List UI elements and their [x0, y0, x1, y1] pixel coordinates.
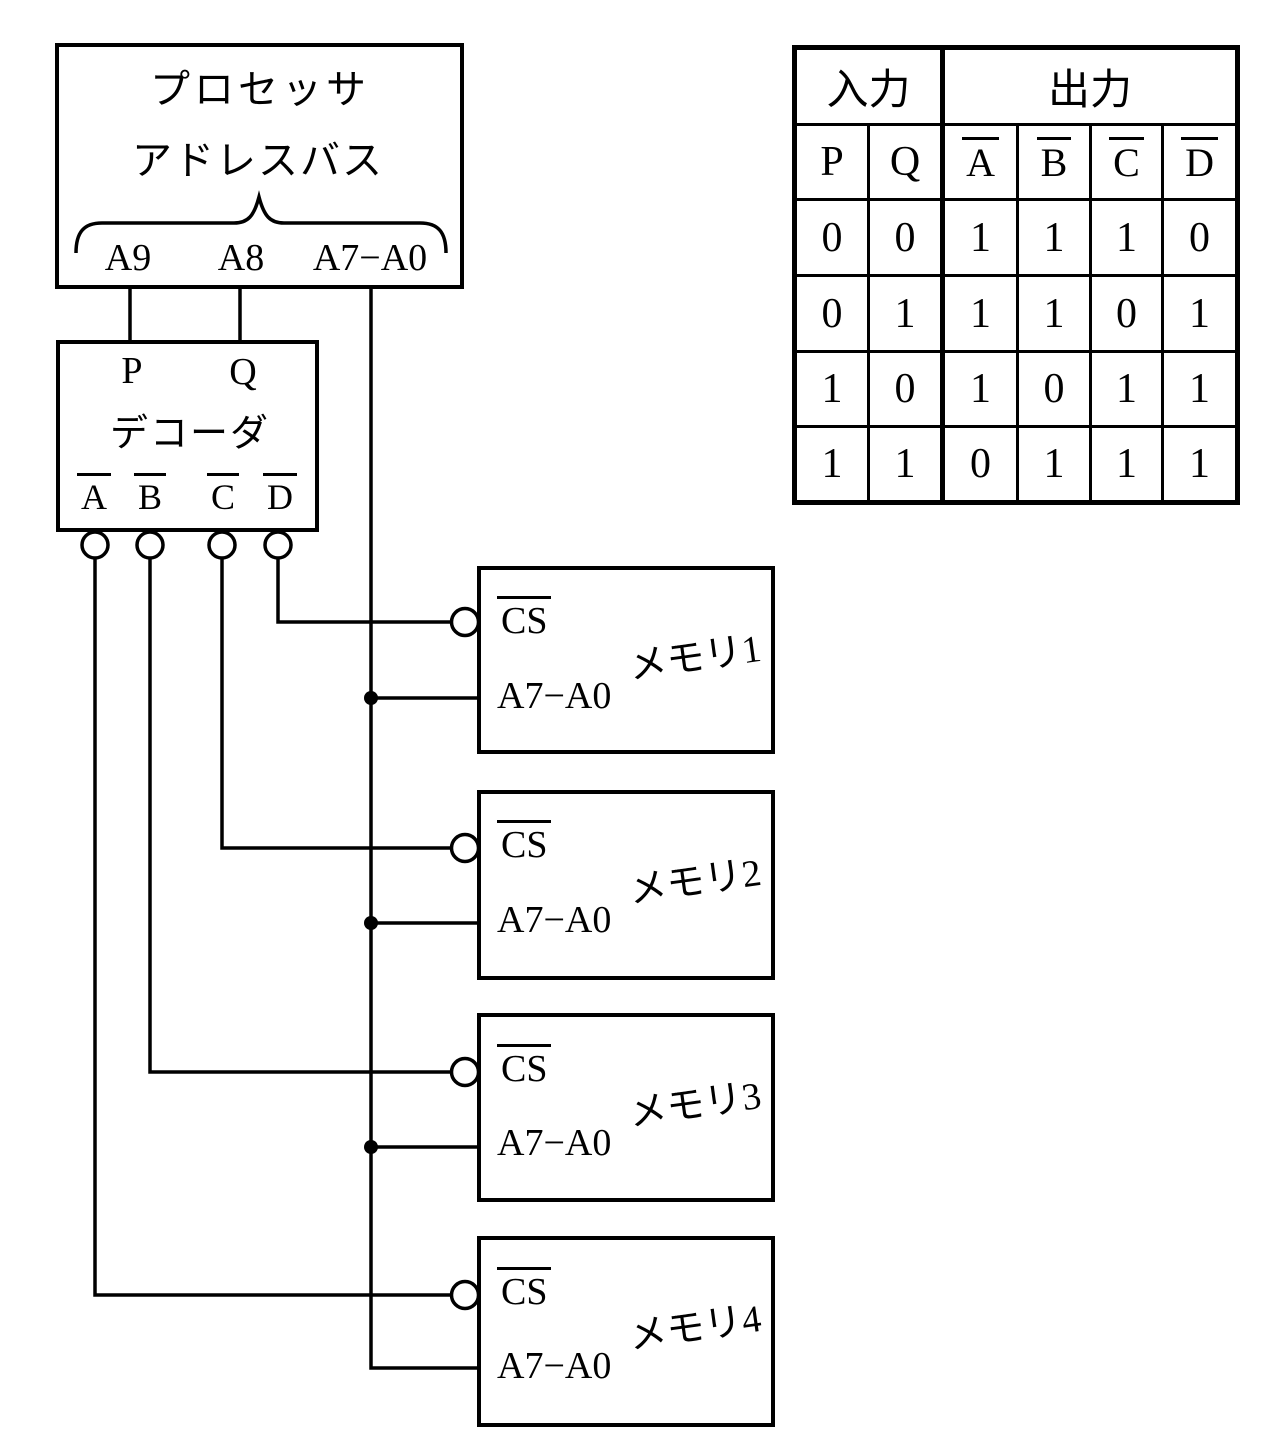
- col-header-b: B: [1016, 123, 1093, 201]
- memory2-box: [477, 790, 775, 980]
- address-bus-brace: [74, 190, 448, 254]
- truth-table-cell: 0: [1089, 274, 1165, 353]
- memory2-cs-text: CS: [497, 820, 552, 864]
- truth-table-cell: 0: [940, 425, 1020, 504]
- truth-table-column-header-row: P Q A B C D: [793, 123, 1240, 201]
- truth-table-cell: 1: [1089, 350, 1165, 428]
- pin-a8-label: A8: [217, 237, 265, 279]
- memory1-cs-label: CS: [497, 596, 552, 640]
- decoder-output-c-label: C: [206, 473, 240, 515]
- truth-table-row: 1 0 1 0 1 1: [793, 350, 1240, 428]
- memory3-cs-bubble: [449, 1056, 481, 1088]
- truth-table-cell: 1: [793, 425, 870, 504]
- group-header-output: 出力: [940, 46, 1240, 126]
- wire-output-a-to-memory4: [93, 558, 451, 1297]
- col-header-c-text: C: [1109, 137, 1144, 183]
- truth-table-cell: 1: [866, 425, 945, 504]
- col-header-d: D: [1161, 123, 1240, 201]
- col-header-c: C: [1089, 123, 1165, 201]
- junction-dot-memory1: [364, 691, 378, 705]
- memory2-addr-label: A7−A0: [497, 899, 612, 941]
- memory4-cs-text: CS: [497, 1267, 552, 1311]
- wire-output-b-to-memory3: [148, 558, 451, 1074]
- truth-table-cell: 1: [1089, 198, 1165, 277]
- decoder-input-q-label: Q: [229, 351, 257, 393]
- truth-table-cell: 1: [1016, 425, 1093, 504]
- truth-table-cell: 1: [940, 274, 1020, 353]
- decoder-box: [56, 340, 319, 532]
- col-header-d-text: D: [1181, 137, 1218, 183]
- decoder-output-a-label: A: [77, 473, 111, 515]
- truth-table-row: 1 1 0 1 1 1: [793, 425, 1240, 504]
- truth-table-cell: 1: [940, 350, 1020, 428]
- decoder-bubble-a: [80, 530, 110, 560]
- wire-address-bus: [369, 287, 481, 1370]
- truth-table-cell: 1: [866, 274, 945, 353]
- decoder-output-b-label: B: [133, 473, 167, 515]
- wire-output-c-to-memory2: [220, 558, 451, 850]
- truth-table-group-header-row: 入力 出力: [792, 46, 1240, 126]
- col-header-a: A: [940, 123, 1020, 201]
- truth-table-cell: 0: [1161, 198, 1240, 277]
- wire-output-d-to-memory1: [276, 558, 451, 624]
- processor-box: [55, 43, 464, 289]
- memory2-cs-label: CS: [497, 820, 552, 864]
- truth-table-cell: 0: [793, 198, 870, 277]
- decoder-output-b-text: B: [133, 473, 167, 515]
- junction-dot-memory3: [364, 1140, 378, 1154]
- truth-table: 入力 出力 P Q A B C D 0 0 1 1 1 0 0 1 1: [792, 45, 1241, 505]
- decoder-output-d-label: D: [263, 473, 297, 515]
- memory3-cs-label: CS: [497, 1044, 552, 1088]
- col-header-q: Q: [866, 123, 945, 201]
- decoder-input-p-label: P: [121, 350, 143, 392]
- address-bus-label: アドレスバス: [132, 138, 384, 183]
- decoder-bubble-b: [135, 530, 165, 560]
- decoder-output-c-text: C: [206, 473, 240, 515]
- truth-table-row: 0 0 1 1 1 0: [793, 198, 1240, 277]
- truth-table-cell: 1: [1161, 425, 1240, 504]
- truth-table-cell: 0: [1016, 350, 1093, 428]
- col-header-b-text: B: [1036, 137, 1072, 183]
- memory1-cs-bubble: [449, 606, 481, 638]
- memory1-addr-label: A7−A0: [497, 675, 612, 717]
- decoder-output-a-text: A: [77, 473, 111, 515]
- truth-table-cell: 1: [793, 350, 870, 428]
- memory3-cs-text: CS: [497, 1044, 552, 1088]
- memory4-cs-bubble: [449, 1279, 481, 1311]
- memory4-addr-label: A7−A0: [497, 1345, 612, 1387]
- memory2-cs-bubble: [449, 832, 481, 864]
- decoder-bubble-d: [263, 530, 293, 560]
- decoder-output-d-text: D: [263, 473, 297, 515]
- truth-table-row: 0 1 1 1 0 1: [793, 274, 1240, 353]
- decoder-bubble-c: [207, 530, 237, 560]
- truth-table-cell: 0: [793, 274, 870, 353]
- col-header-p: P: [793, 123, 870, 201]
- group-header-input: 入力: [792, 46, 945, 126]
- truth-table-cell: 1: [1016, 274, 1093, 353]
- decoder-title: デコーダ: [109, 413, 271, 455]
- truth-table-cell: 0: [866, 350, 945, 428]
- truth-table-cell: 1: [940, 198, 1020, 277]
- truth-table-cell: 0: [866, 198, 945, 277]
- processor-title: プロセッサ: [150, 67, 370, 112]
- memory3-addr-label: A7−A0: [497, 1122, 612, 1164]
- col-header-a-text: A: [962, 137, 999, 183]
- pin-a9-label: A9: [104, 237, 152, 279]
- truth-table-cell: 1: [1161, 274, 1240, 353]
- memory1-cs-text: CS: [497, 596, 552, 640]
- memory4-cs-label: CS: [497, 1267, 552, 1311]
- truth-table-cell: 1: [1089, 425, 1165, 504]
- junction-dot-memory2: [364, 916, 378, 930]
- pin-a7-a0-label: A7−A0: [312, 237, 428, 279]
- truth-table-cell: 1: [1161, 350, 1240, 428]
- truth-table-cell: 1: [1016, 198, 1093, 277]
